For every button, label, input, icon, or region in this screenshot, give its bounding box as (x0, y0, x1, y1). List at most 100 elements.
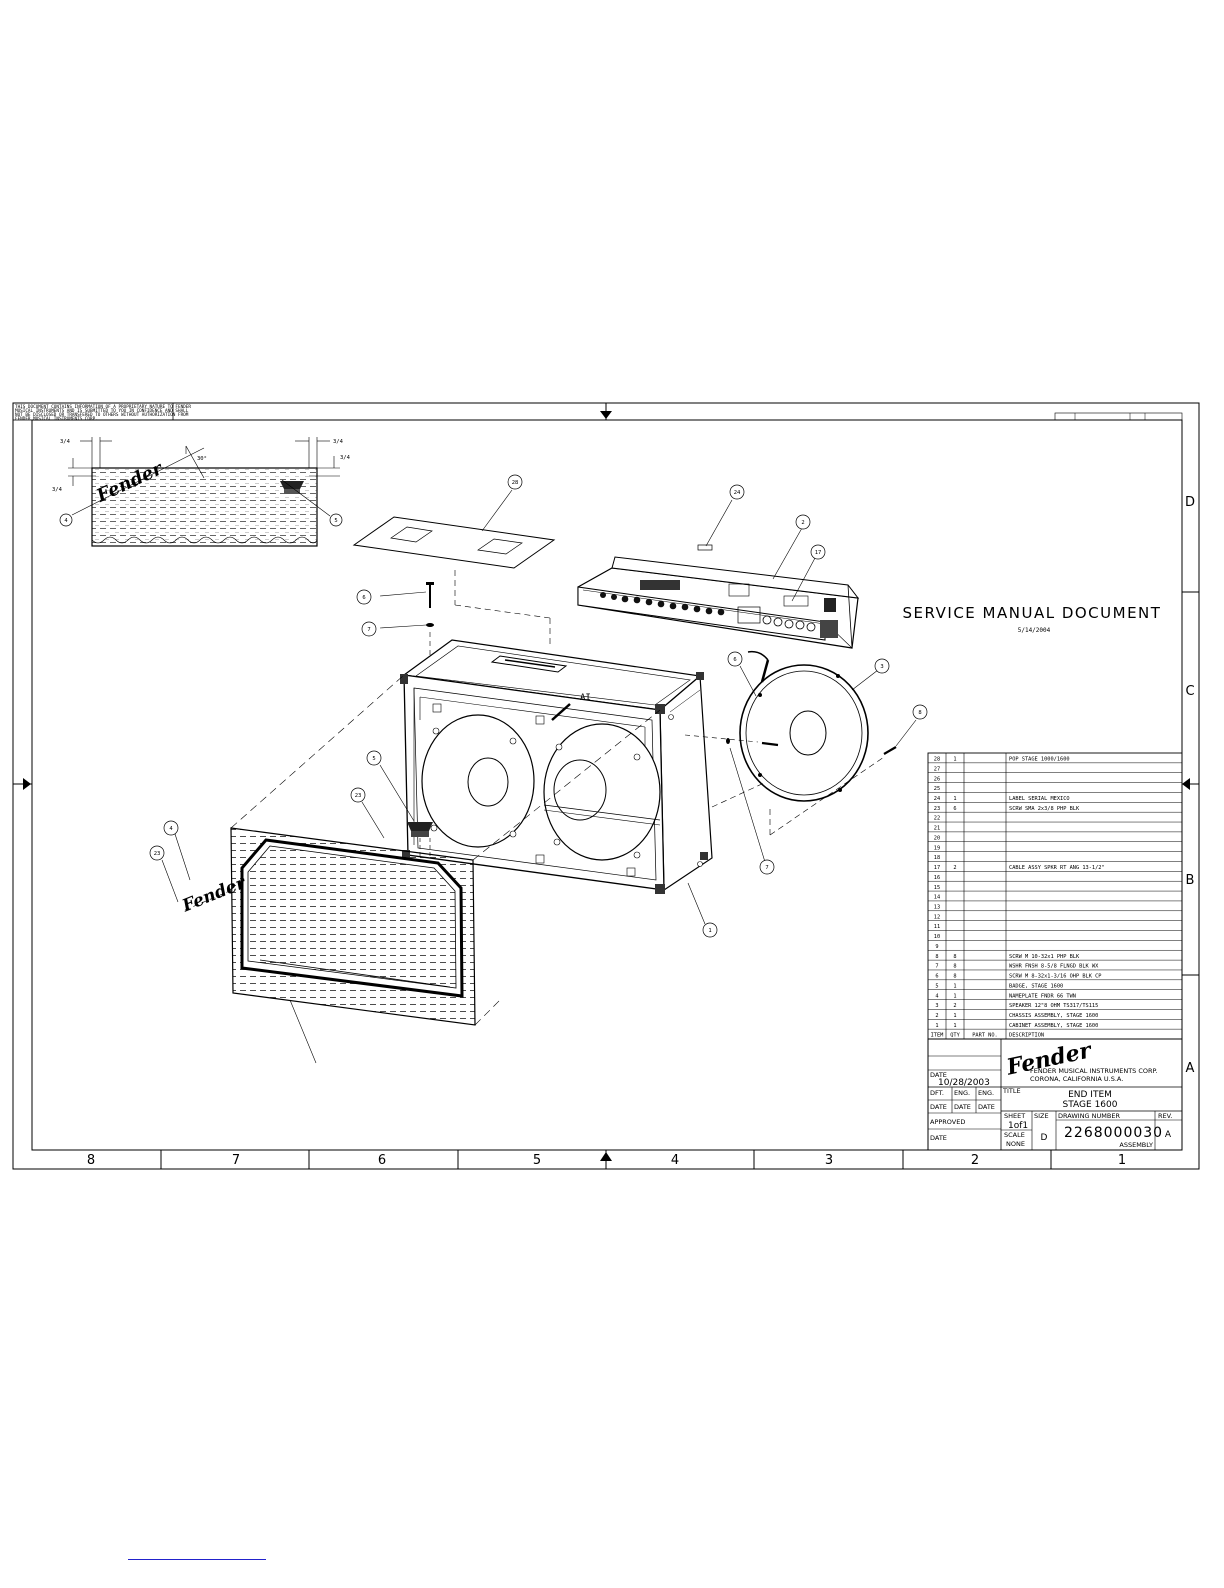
date-label-3: DATE (978, 1103, 995, 1111)
approved-label: APPROVED (930, 1118, 965, 1126)
bom-description: WSHR FNSH 8-5/8 FLNGD BLK WX (1009, 964, 1099, 970)
bom-item: 7 (935, 964, 938, 970)
title-label: TITLE (1002, 1087, 1021, 1095)
callout-6-top: 6 (362, 595, 365, 601)
bom-item: 16 (934, 875, 940, 881)
svg-text:NOT BE DISCLOSED OR TRANSFERED: NOT BE DISCLOSED OR TRANSFERED TO OTHERS… (15, 412, 189, 418)
sheet-label: SHEET (1004, 1112, 1025, 1120)
bom-item: 6 (935, 974, 938, 980)
bom-item: 3 (935, 1003, 938, 1009)
date-label: DATE (930, 1071, 947, 1079)
eng-label-2: ENG. (978, 1089, 994, 1097)
bom-qty: 1 (953, 1013, 956, 1019)
bom-description: SCRW M 10-32x1 PHP BLK (1009, 954, 1080, 960)
callout-8: 8 (918, 710, 921, 716)
bom-item: 10 (934, 934, 940, 940)
cabinet-assembly: AI (400, 639, 713, 894)
bom-qty: 1 (953, 983, 956, 989)
bom-item: 23 (934, 806, 940, 812)
company-location: CORONA, CALIFORNIA U.S.A. (1030, 1075, 1123, 1083)
pop-insert (352, 489, 556, 569)
callout-4-nameplate: 4 (169, 826, 173, 832)
rev-value: A (1165, 1130, 1172, 1140)
revision-strip (1054, 412, 1183, 421)
zone-col-1: 1 (1118, 1153, 1126, 1168)
speaker (739, 650, 879, 802)
zone-row-a: A (1186, 1061, 1195, 1076)
bom-description: CABLE ASSY SPKR RT ANG 13-1/2" (1009, 865, 1105, 871)
svg-text:MUSICAL INSTRUMENTS AND IS SUB: MUSICAL INSTRUMENTS AND IS SUBMITTED TO … (15, 408, 189, 414)
callout-28: 28 (512, 480, 519, 486)
title-block: Fender FENDER MUSICAL INSTRUMENTS CORP. … (927, 1037, 1183, 1151)
scale-value: NONE (1006, 1140, 1025, 1148)
bom-item: 11 (934, 924, 940, 930)
bom-item: 2 (935, 1013, 938, 1019)
svg-text:AI: AI (580, 693, 591, 703)
title-line-2: STAGE 1600 (1063, 1100, 1118, 1110)
zone-col-6: 6 (378, 1153, 386, 1168)
bom-item: 18 (934, 855, 940, 861)
bom-item: 12 (934, 914, 940, 920)
drawing-number-label: DRAWING NUMBER (1058, 1112, 1120, 1120)
bom-qty: 1 (953, 796, 956, 802)
bom-item: 1 (935, 1023, 938, 1029)
size-label: SIZE (1034, 1112, 1049, 1120)
bom-description: SCRW M 8-32x1-3/16 OHP BLK CP (1009, 974, 1101, 980)
bom-item: 14 (934, 895, 940, 901)
bom-header: QTY (950, 1033, 960, 1039)
service-manual-title: SERVICE MANUAL DOCUMENT (903, 604, 1162, 622)
bom-item: 15 (934, 885, 940, 891)
grille-baffle (230, 827, 476, 1026)
zone-col-3: 3 (825, 1153, 833, 1168)
drawing-number: 2268000030 (1064, 1125, 1163, 1141)
bom-item: 8 (935, 954, 938, 960)
dim-angle: 30° (197, 456, 207, 462)
dft-label: DFT. (930, 1089, 944, 1097)
bom-qty: 8 (953, 964, 956, 970)
zone-columns: 8 7 6 5 4 3 2 1 (87, 1150, 1126, 1169)
svg-text:FENDER MUSICAL INSTRUMENTS COR: FENDER MUSICAL INSTRUMENTS CORP. (15, 416, 98, 422)
bom-item: 21 (934, 826, 940, 832)
bom-qty: 8 (953, 954, 956, 960)
callout-23-nameplate: 23 (154, 851, 161, 857)
callout-5-cabinet: 5 (372, 756, 375, 762)
zone-col-5: 5 (533, 1153, 541, 1168)
bom-qty: 1 (953, 1023, 956, 1029)
bom-item: 9 (935, 944, 938, 950)
detail-front-panel: Fender 3/4 3/4 30° 3/4 3/4 (52, 437, 351, 547)
zone-col-8: 8 (87, 1153, 95, 1168)
footer-link-underline[interactable] (128, 1559, 266, 1560)
bom-description: BADGE, STAGE 1600 (1009, 983, 1063, 989)
bom-qty: 8 (953, 974, 956, 980)
svg-text:THIS DOCUMENT CONTAINS INFORMA: THIS DOCUMENT CONTAINS INFORMATION OF A … (15, 404, 191, 410)
bom-item: 28 (934, 757, 940, 763)
proprietary-note: THIS DOCUMENT CONTAINS INFORMATION OF A … (15, 404, 191, 422)
bom-item: 20 (934, 835, 940, 841)
badge-stage-1600 (379, 764, 433, 837)
scale-label: SCALE (1004, 1131, 1025, 1139)
date-label-2: DATE (954, 1103, 971, 1111)
bom-item: 5 (935, 983, 938, 989)
dim-left-vert: 3/4 (52, 487, 63, 493)
zone-row-b: B (1186, 873, 1195, 888)
bom-item: 19 (934, 845, 940, 851)
callout-7-top: 7 (367, 627, 370, 633)
bom-qty: 2 (953, 865, 956, 871)
bom-item: 17 (934, 865, 940, 871)
bom-item: 22 (934, 816, 940, 822)
zone-col-2: 2 (971, 1153, 979, 1168)
bom-item: 27 (934, 766, 940, 772)
callout-23-cabinet: 23 (355, 793, 362, 799)
dim-right: 3/4 (333, 439, 344, 445)
eng-label-1: ENG. (954, 1089, 970, 1097)
rev-label: REV. (1158, 1112, 1172, 1120)
bom-item: 26 (934, 776, 940, 782)
bom-description: SPEAKER 12"8 OHM TS317/TS115 (1009, 1003, 1098, 1009)
bom-description: NAMEPLATE FNDR 66 TWN (1009, 993, 1076, 999)
bom-description: CABINET ASSEMBLY, STAGE 1600 (1009, 1023, 1098, 1029)
callout-2: 2 (801, 520, 804, 526)
bom-header: DESCRIPTION (1009, 1033, 1044, 1039)
date-label-1: DATE (930, 1103, 947, 1111)
